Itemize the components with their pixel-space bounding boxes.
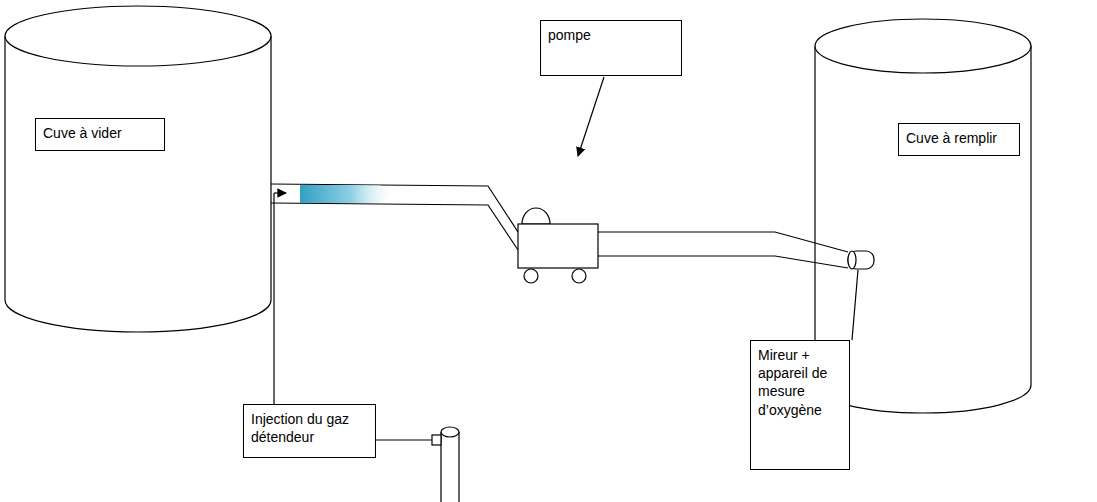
callout-box: pompe	[540, 20, 682, 76]
box-text: Injection du gaz détendeur	[251, 410, 368, 446]
gas-injection-plume	[300, 185, 393, 203]
box-text: Mireur + appareil de mesure d’oxygène	[758, 346, 842, 419]
injection-line	[274, 193, 432, 440]
callout-box: Injection du gaz détendeur	[243, 404, 376, 458]
pump-callout-arrow	[578, 77, 604, 156]
gas-bottle	[432, 427, 459, 502]
box-text: Cuve à vider	[43, 124, 157, 142]
tank-left	[5, 6, 271, 332]
suction-pipe	[271, 184, 518, 250]
tank-label: Cuve à remplir	[898, 123, 1020, 156]
sight-glass-leader	[852, 270, 858, 340]
sight-glass	[848, 251, 874, 269]
callout-box: Mireur + appareil de mesure d’oxygène	[750, 340, 850, 470]
box-text: pompe	[548, 26, 674, 44]
tank-label: Cuve à vider	[35, 118, 165, 151]
discharge-pipe	[598, 232, 848, 268]
pump	[518, 208, 598, 283]
box-text: Cuve à remplir	[906, 129, 1012, 147]
